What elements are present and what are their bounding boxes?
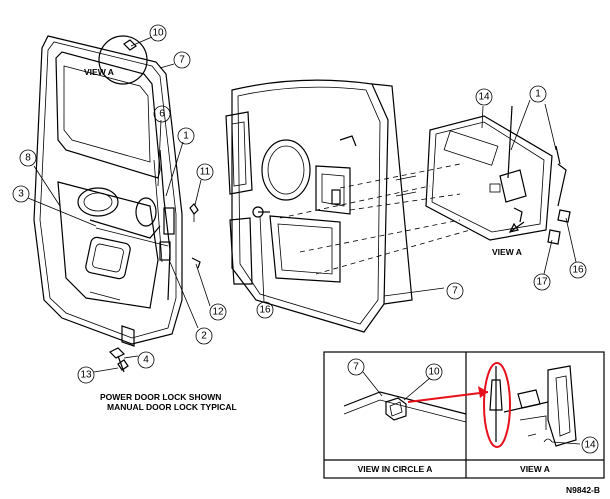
svg-text:6: 6 (159, 109, 165, 120)
callout-12: 13 (77, 366, 95, 384)
svg-text:16: 16 (259, 305, 271, 316)
note-line-2: MANUAL DOOR LOCK TYPICAL (107, 402, 237, 412)
svg-text:3: 3 (18, 189, 24, 200)
callout-4: 4 (137, 351, 155, 369)
svg-text:7: 7 (353, 362, 359, 373)
callout-13-inset: 14 (581, 436, 599, 454)
svg-text:17: 17 (536, 277, 548, 288)
callout-10: 11 (196, 163, 214, 181)
view-a-circle: VIEW A (84, 35, 148, 85)
view-a-door-label: VIEW A (84, 67, 114, 77)
svg-text:16: 16 (572, 265, 584, 276)
svg-text:14: 14 (478, 92, 490, 103)
callout-17: 17 (533, 273, 551, 291)
alignment-dashed-lines (279, 163, 471, 275)
callout-5-inset: 7 (347, 358, 365, 376)
svg-text:1: 1 (183, 131, 189, 142)
svg-text:10: 10 (152, 28, 164, 39)
svg-text:8: 8 (25, 153, 31, 164)
svg-text:2: 2 (201, 331, 207, 342)
svg-text:13: 13 (80, 370, 92, 381)
door-panel-drawing (33, 35, 201, 373)
callout-3: 3 (12, 185, 30, 203)
svg-text:7: 7 (179, 55, 185, 66)
detail-inset: 7 10 14 VIEW IN CIRCLE A VIEW A (323, 351, 605, 479)
svg-text:1: 1 (535, 89, 541, 100)
callout-13: 14 (475, 88, 493, 106)
svg-text:14: 14 (584, 440, 596, 451)
svg-text:4: 4 (143, 355, 149, 366)
svg-text:10: 10 (428, 367, 440, 378)
svg-text:12: 12 (212, 307, 224, 318)
lock-module-drawing (425, 105, 571, 245)
left-leader-lines (27, 36, 211, 373)
figure-code: N9842-B (566, 485, 600, 495)
callout-14: 16 (569, 261, 587, 279)
caption-view-a: VIEW A (520, 464, 550, 474)
callout-11: 12 (209, 303, 227, 321)
circle-a-detail (343, 371, 467, 423)
svg-text:7: 7 (452, 286, 458, 297)
callout-1-door: 1 (177, 127, 195, 145)
callout-5-inner: 7 (446, 282, 464, 300)
note-line-1: POWER DOOR LOCK SHOWN (100, 392, 221, 402)
view-a-detail (489, 365, 581, 447)
callout-1-module: 1 (529, 85, 547, 103)
view-a-module-label: VIEW A (492, 247, 522, 257)
callout-7-inset: 10 (425, 363, 443, 381)
callout-5-door: 7 (173, 51, 191, 69)
red-highlight-annotation (407, 362, 511, 448)
callout-7: 10 (149, 24, 167, 42)
svg-text:11: 11 (200, 167, 211, 178)
callout-2: 2 (195, 327, 213, 345)
callout-8: 8 (19, 149, 37, 167)
callout-16: 16 (256, 301, 274, 319)
caption-view-in-circle-a: VIEW IN CIRCLE A (358, 464, 433, 474)
right-leader-lines (259, 99, 577, 303)
inner-door-drawing (225, 79, 417, 333)
callout-6: 6 (153, 105, 171, 123)
